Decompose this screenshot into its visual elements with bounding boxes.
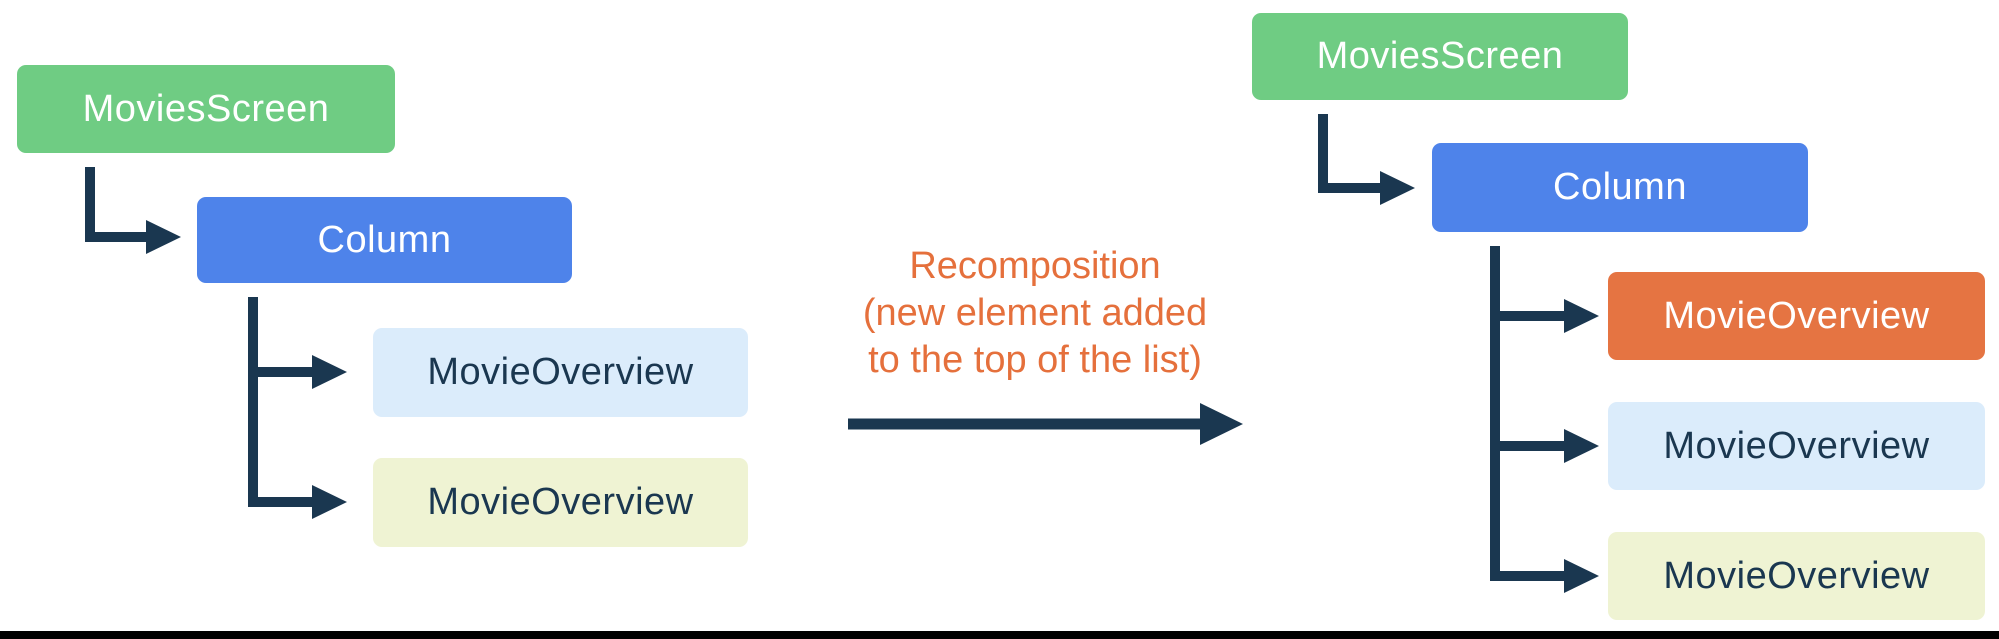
- annotation-line-1: Recomposition: [909, 245, 1161, 287]
- right-node-movieoverview-3: MovieOverview: [1608, 532, 1985, 620]
- left-child-arrowhead-2: [312, 485, 347, 519]
- right-elbow-arrowhead: [1380, 171, 1415, 205]
- left-node-movieoverview-2: MovieOverview: [373, 458, 748, 547]
- left-node-column: Column: [197, 197, 572, 283]
- recomposition-annotation: Recomposition (new element added to the …: [805, 243, 1265, 384]
- transition-arrowhead: [1200, 403, 1243, 445]
- right-child-arrowhead-1: [1564, 299, 1599, 333]
- right-elbow-connector: [1318, 114, 1380, 193]
- right-node-movieoverview-new: MovieOverview: [1608, 272, 1985, 360]
- right-child-arrowhead-3: [1564, 559, 1599, 593]
- bottom-border-bar: [0, 631, 1999, 639]
- annotation-line-2: (new element added: [862, 292, 1208, 334]
- annotation-line-3: to the top of the list): [868, 339, 1202, 381]
- right-child-arrowhead-2: [1564, 429, 1599, 463]
- left-elbow-connector: [85, 167, 146, 242]
- right-node-movieoverview-2: MovieOverview: [1608, 402, 1985, 490]
- left-node-movieoverview-1: MovieOverview: [373, 328, 748, 417]
- left-node-moviesscreen: MoviesScreen: [17, 65, 395, 153]
- left-child-arrowhead-1: [312, 355, 347, 389]
- right-node-column: Column: [1432, 143, 1808, 232]
- right-node-moviesscreen: MoviesScreen: [1252, 13, 1628, 100]
- left-elbow-arrowhead: [146, 220, 181, 254]
